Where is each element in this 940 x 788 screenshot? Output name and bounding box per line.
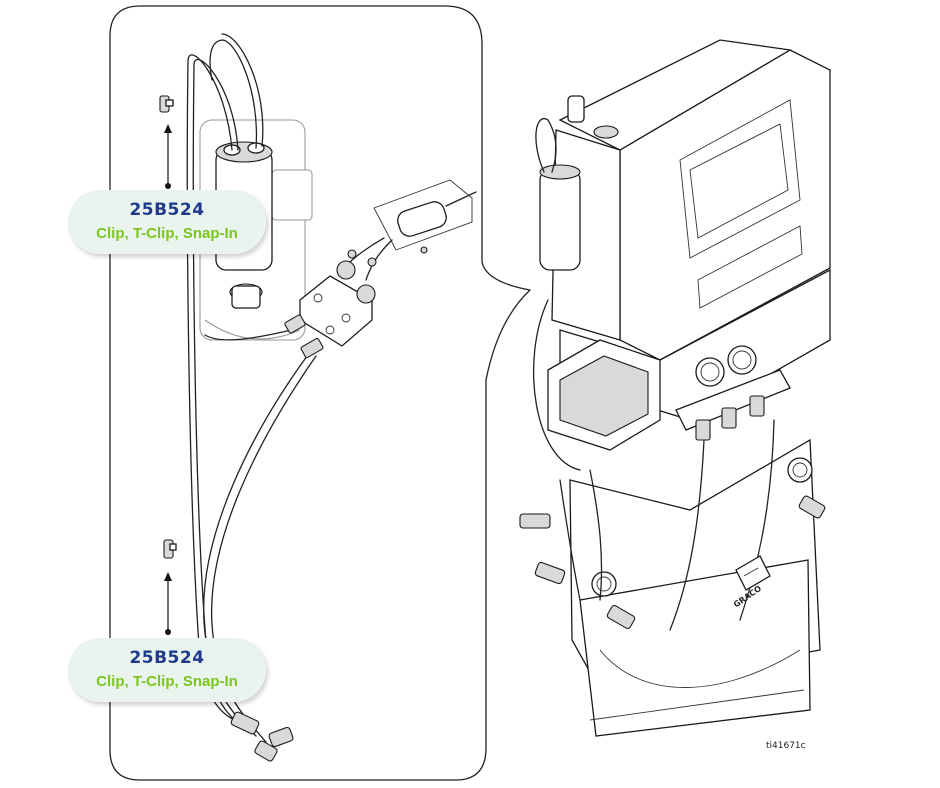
machine-hoses-valves — [519, 419, 826, 631]
machine-side-panel — [532, 117, 621, 471]
level-sensor — [347, 179, 477, 281]
part-description-label: Clip, T-Clip, Snap-In — [96, 225, 238, 242]
t-clip-icon-upper — [159, 95, 174, 113]
part-description-label: Clip, T-Clip, Snap-In — [96, 673, 238, 690]
fluid-manifold-bar — [675, 369, 791, 441]
pump-housing — [559, 268, 831, 737]
part-number-label: 25B524 — [129, 200, 205, 220]
callout-lower-t-clip: 25B524 Clip, T-Clip, Snap-In — [68, 638, 266, 702]
graco-logo — [735, 555, 771, 591]
figure-reference-label: ti41671c — [766, 741, 806, 751]
manifold-block — [284, 260, 376, 359]
leader-arrow-lower — [164, 572, 172, 635]
t-clip-icon-lower — [163, 539, 177, 559]
pressure-gauges — [591, 345, 813, 597]
machine-control-box — [558, 39, 831, 361]
leader-arrow-upper — [164, 124, 172, 189]
elbow-fittings — [230, 711, 294, 762]
callout-upper-t-clip: 25B524 Clip, T-Clip, Snap-In — [68, 190, 266, 254]
display-module — [547, 339, 661, 451]
detail-balloon-outline — [109, 5, 531, 781]
part-number-label: 25B524 — [129, 648, 205, 668]
